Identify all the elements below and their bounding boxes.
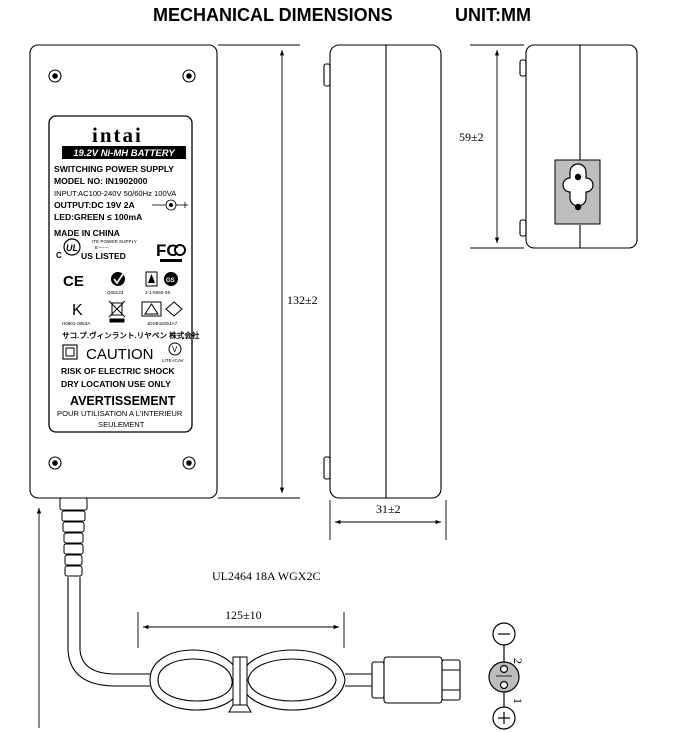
length-dimension	[218, 44, 300, 499]
screw-hole	[182, 69, 196, 83]
battery-banner-bg	[62, 146, 186, 159]
unit-label: UNIT:MM	[455, 5, 531, 25]
fcc-text-bar	[160, 259, 182, 262]
fcc-c-icon	[174, 244, 186, 256]
caution-label: CAUTION	[86, 346, 154, 363]
brand-logo: intai	[92, 123, 143, 147]
label-japanese: サコ.プ.ヴィンラント.リヤベン 株式会社	[62, 330, 200, 340]
adapter-side-view	[323, 44, 442, 499]
c-tick-mark-icon: Q06123	[107, 272, 125, 295]
svg-text:Q06123: Q06123	[107, 290, 124, 295]
thickness-dimension	[329, 500, 447, 540]
svg-text:UL: UL	[66, 243, 78, 253]
connector-pinout	[488, 622, 520, 730]
risk-line1: RISK OF ELECTRIC SHOCK	[61, 366, 175, 376]
avertissement: AVERTISSEMENT	[70, 394, 176, 408]
svg-text:C: C	[56, 251, 62, 260]
risk-line2: DRY LOCATION USE ONLY	[61, 379, 171, 389]
label-input: INPUT:AC100-240V 50/60Hz 100VA	[54, 189, 177, 198]
ul-sub2: E-------	[95, 245, 109, 250]
adapter-end-view	[519, 44, 638, 249]
label-line1: SWITCHING POWER SUPPLY	[54, 164, 174, 174]
kc-mark-icon: K H0801-0063A	[62, 302, 91, 326]
label-made-in: MADE IN CHINA	[54, 228, 120, 238]
loop-value: 125±10	[225, 608, 262, 622]
avert-sub1: POUR UTILISATION A L'INTERIEUR	[57, 409, 183, 418]
double-insulation-icon	[62, 344, 78, 360]
svg-text:2-1-5050-39: 2-1-5050-39	[145, 290, 170, 295]
efficiency-v-icon	[168, 342, 182, 356]
screw-hole	[48, 69, 62, 83]
label-contents: intai 19.2V Ni-MH BATTERY SWITCHING POWE…	[54, 123, 200, 429]
safety-mark-icon: GS 2-1-5050-39	[145, 271, 178, 295]
ac-inlet-socket	[554, 159, 601, 225]
length-value: 132±2	[287, 293, 318, 307]
width-value: 59±2	[459, 130, 484, 144]
product-label	[48, 115, 193, 433]
ul-mark: UL C ITE POWER SUPPLY E------- US LISTED	[56, 238, 137, 261]
width-dimension	[470, 44, 524, 249]
adapter-front-view	[29, 44, 218, 499]
thickness-value: 31±2	[376, 502, 401, 516]
pse-mark-icon: JDSB18254A7	[141, 301, 183, 326]
dc-plug	[371, 656, 461, 704]
minus-pin-number: 2	[511, 658, 525, 664]
weee-bin-icon	[108, 300, 126, 323]
plus-icon	[492, 706, 516, 730]
strain-relief	[59, 497, 88, 577]
svg-text:V: V	[172, 345, 178, 354]
avert-sub2: SEULEMENT	[98, 420, 145, 429]
ul-sub: ITE POWER SUPPLY	[92, 239, 137, 244]
svg-text:GS: GS	[166, 278, 175, 284]
ul-listed: US LISTED	[81, 251, 126, 261]
svg-text:K: K	[72, 302, 83, 319]
drawing-title: MECHANICAL DIMENSIONS	[153, 5, 393, 25]
svg-text:H0801-0063A: H0801-0063A	[62, 321, 91, 326]
fcc-mark: FC	[156, 241, 179, 260]
cable-tie	[228, 656, 252, 713]
label-led: LED:GREEN ≤ 100mA	[54, 212, 142, 222]
label-model: MODEL NO: IN1902000	[54, 176, 148, 186]
svg-text:JDSB18254A7: JDSB18254A7	[147, 321, 178, 326]
screw-hole	[182, 456, 196, 470]
dc-cable	[67, 577, 372, 711]
battery-banner: 19.2V Ni-MH BATTERY	[73, 148, 176, 159]
polarity-symbol	[152, 199, 188, 211]
cable-spec: UL2464 18A WGX2C	[212, 569, 320, 583]
ce-mark: CE	[63, 273, 84, 290]
label-output: OUTPUT:DC 19V 2A	[54, 200, 135, 210]
loop-dimension	[137, 612, 345, 648]
screw-hole	[48, 456, 62, 470]
plus-pin-number: 1	[511, 698, 525, 704]
svg-text:LITE-ICAV: LITE-ICAV	[162, 358, 185, 363]
